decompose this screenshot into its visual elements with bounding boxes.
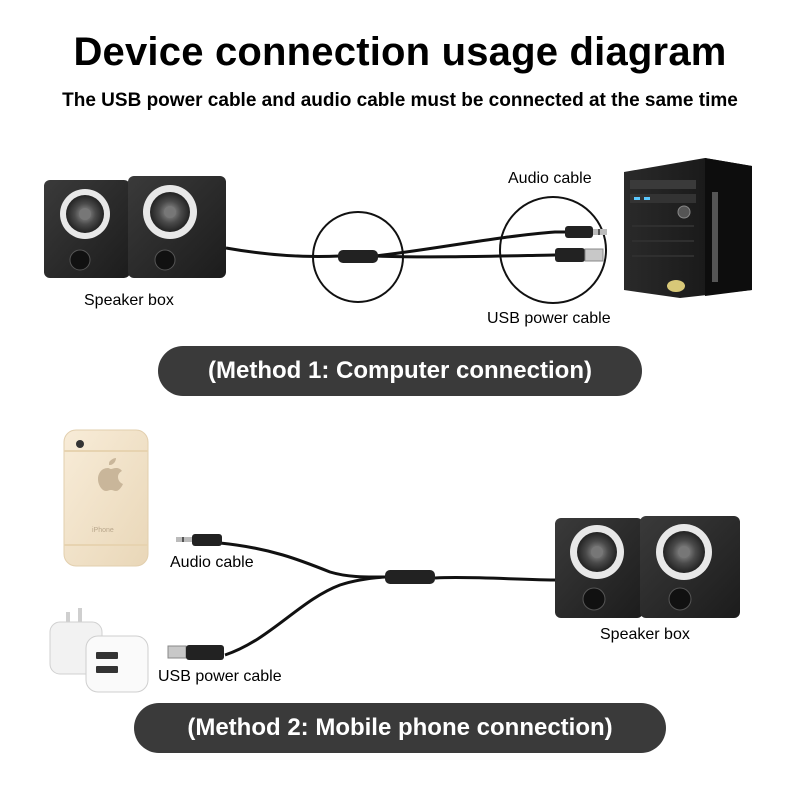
usb-charger-icon [49,608,149,693]
method1-usb-cable-label: USB power cable [487,310,611,327]
method1-caption: (Method 1: Computer connection) [158,346,642,396]
page-subtitle: The USB power cable and audio cable must… [62,90,738,111]
method2-usb-cable-label: USB power cable [158,668,282,685]
method1-speaker-label: Speaker box [84,292,174,309]
inline-control-icon [338,250,378,263]
zoom-circle-plugs [499,196,607,304]
page-title: Device connection usage diagram [73,30,727,74]
speaker-icon [44,176,226,278]
phone-brand-text: iPhone [92,527,114,534]
computer-tower-icon [624,158,752,298]
zoom-circle-control [312,211,404,303]
audio-jack-icon [565,226,607,238]
method1-audio-cable-label: Audio cable [508,170,592,187]
inline-control-icon [385,570,435,584]
method2-caption: (Method 2: Mobile phone connection) [134,703,666,753]
usb-plug-icon [555,248,604,262]
method2-audio-cable-label: Audio cable [170,554,254,571]
method2-speaker-label: Speaker box [600,626,690,643]
phone-icon [63,429,149,567]
speaker-icon [555,516,740,618]
usb-plug-icon [167,645,224,660]
audio-jack-icon [176,534,222,546]
